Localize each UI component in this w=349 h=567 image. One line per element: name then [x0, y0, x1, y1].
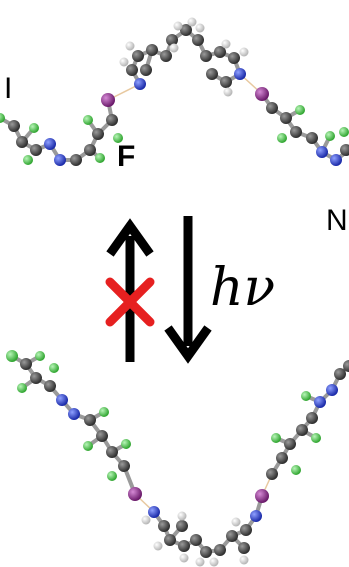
fluorine-label: F — [117, 140, 136, 173]
cis-isomer — [6, 350, 349, 567]
down-arrow-icon — [164, 216, 212, 364]
trans-isomer — [0, 17, 349, 166]
red-cross-icon — [105, 277, 155, 327]
nitrogen-label: N — [326, 204, 348, 237]
iodine-label: I — [4, 72, 13, 105]
light-hv-label: hν — [210, 258, 276, 318]
